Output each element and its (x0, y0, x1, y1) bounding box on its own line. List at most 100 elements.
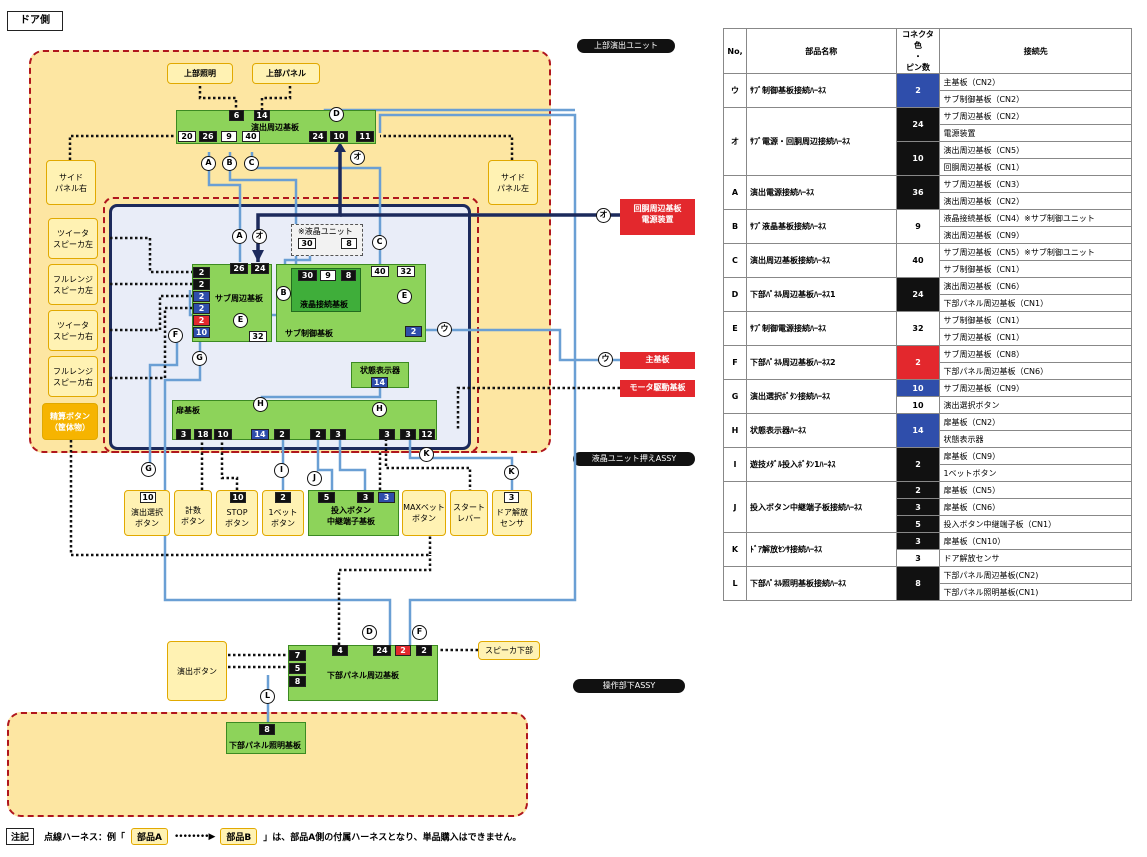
note-arrow: ••••••••▶ (174, 831, 215, 842)
pin-up6: 6 (229, 110, 244, 121)
table-header-pin: コネクタ色 ・ ピン数 (895, 28, 941, 74)
pin-sp24: 24 (251, 263, 269, 274)
table-cell-dest: サブ周辺基板（CN3） (939, 175, 1132, 193)
page-title: ドア側 (7, 11, 63, 31)
table-header-name: 部品名称 (745, 28, 897, 74)
harness-marker-c: C (244, 156, 259, 171)
harness-marker-o3: オ (596, 208, 611, 223)
tweeter-speaker-right: ツイータ スピーカ右 (48, 310, 98, 351)
table-cell-dest: サブ制御基板（CN1） (939, 260, 1132, 278)
note-text-2: 」は、部品A側の付属ハーネスとなり、単品購入はできません。 (263, 833, 522, 843)
table-cell-name: 演出周辺基板接続ﾊｰﾈｽ (745, 243, 897, 278)
table-cell-pin: 10 (895, 379, 941, 397)
harness-marker-h2: H (372, 402, 387, 417)
harness-marker-o: オ (350, 150, 365, 165)
effect-select-label: 演出選択 ボタン (131, 508, 163, 528)
harness-marker-u: ウ (437, 322, 452, 337)
table-cell-dest: 液晶接続基板（CN4）※サブ制御ユニット (939, 209, 1132, 227)
harness-marker-b: B (222, 156, 237, 171)
tweeter-speaker-left: ツイータ スピーカ左 (48, 218, 98, 259)
sub-control-board-label: サブ制御基板 (285, 329, 333, 338)
table-cell-no: J (723, 481, 747, 533)
harness-marker-e2: E (233, 313, 248, 328)
pin-ep11: 11 (356, 131, 374, 142)
table-cell-pin: 10 (895, 141, 941, 176)
table-cell-dest: 下部パネル周辺基板（CN6） (939, 362, 1132, 380)
table-cell-name: 下部ﾊﾟﾈﾙ照明基板接続ﾊｰﾈｽ (745, 566, 897, 601)
table-cell-dest: 扉基板（CN10） (939, 532, 1132, 550)
harness-marker-b2: B (276, 286, 291, 301)
pin-spL4: 2 (193, 303, 210, 314)
harness-marker-d: D (329, 107, 344, 122)
pin-lp24: 24 (373, 645, 391, 656)
table-header-row: No, 部品名称 コネクタ色 ・ ピン数 接続先 (723, 28, 1132, 74)
table-cell-dest: サブ周辺基板（CN9） (939, 379, 1132, 397)
pin-lp5: 5 (289, 663, 306, 674)
pin-lp4: 4 (332, 645, 348, 656)
table-cell-pin: 8 (895, 566, 941, 601)
pin-lp2r: 2 (395, 645, 411, 656)
table-cell-name: ｻﾌﾞ電源・回胴周辺接続ﾊｰﾈｽ (745, 107, 897, 176)
pin-r5: 5 (318, 492, 335, 503)
harness-marker-u2: ウ (598, 352, 613, 367)
harness-marker-a2: A (232, 229, 247, 244)
door-sensor-label: ドア解放 センサ (496, 508, 528, 528)
effect-button: 演出ボタン (167, 641, 227, 701)
pin-sc2: 2 (405, 326, 422, 337)
table-cell-no: B (723, 209, 747, 244)
table-cell-pin: 10 (895, 396, 941, 414)
pin-st14: 14 (371, 377, 388, 388)
pin-d2b: 2 (310, 429, 326, 440)
pin-d3a: 3 (176, 429, 191, 440)
table-cell-name: 下部ﾊﾟﾈﾙ周辺基板ﾊｰﾈｽ1 (745, 277, 897, 312)
table-cell-pin: 24 (895, 277, 941, 312)
pin-ll8: 8 (259, 724, 275, 735)
table-cell-name: 演出選択ﾎﾞﾀﾝ接続ﾊｰﾈｽ (745, 379, 897, 414)
table-cell-name: 下部ﾊﾟﾈﾙ周辺基板ﾊｰﾈｽ2 (745, 345, 897, 380)
harness-marker-j: J (307, 471, 322, 486)
table-cell-no: E (723, 311, 747, 346)
pin-r3b: 3 (378, 492, 395, 503)
pin-sp32: 32 (249, 331, 267, 342)
sub-control-unit-region (103, 197, 479, 453)
harness-marker-g2: G (141, 462, 156, 477)
table-cell-no: K (723, 532, 747, 567)
pin-lc9: 9 (320, 270, 336, 281)
pin-b10b: 10 (230, 492, 246, 503)
table-header-dest: 接続先 (939, 28, 1132, 74)
table-cell-dest: 扉基板（CN6） (939, 498, 1132, 516)
lower-panel-board-label: 下部パネル周辺基板 (327, 671, 399, 680)
harness-marker-h: H (253, 397, 268, 412)
note-part-a: 部品A (131, 828, 168, 845)
table-cell-dest: 扉基板（CN2） (939, 413, 1132, 431)
pin-ep20: 20 (178, 131, 196, 142)
table-cell-no: A (723, 175, 747, 210)
pin-ep9: 9 (221, 131, 237, 142)
table-cell-pin: 5 (895, 515, 941, 533)
table-cell-dest: サブ周辺基板（CN2） (939, 107, 1132, 125)
pin-d12: 12 (419, 429, 435, 440)
table-cell-dest: 演出周辺基板（CN5） (939, 141, 1132, 159)
callout-lower-assy: 操作部下ASSY (573, 679, 685, 693)
pin-spL3: 2 (193, 291, 210, 302)
table-cell-no: D (723, 277, 747, 312)
fullrange-speaker-right: フルレンジ スピーカ右 (48, 356, 98, 397)
table-cell-pin: 40 (895, 243, 941, 278)
harness-marker-f2: F (412, 625, 427, 640)
pin-d2a: 2 (274, 429, 290, 440)
lower-panel-peripheral-board: 下部パネル周辺基板 (288, 645, 438, 701)
stop-button: STOP ボタン (216, 490, 258, 536)
sub-peripheral-board-label: サブ周辺基板 (215, 294, 263, 303)
note-label: 注記 (6, 828, 35, 845)
pin-ep40: 40 (242, 131, 260, 142)
table-cell-pin: 3 (895, 498, 941, 516)
callout-upper-effect-unit: 上部演出ユニット (577, 39, 675, 53)
